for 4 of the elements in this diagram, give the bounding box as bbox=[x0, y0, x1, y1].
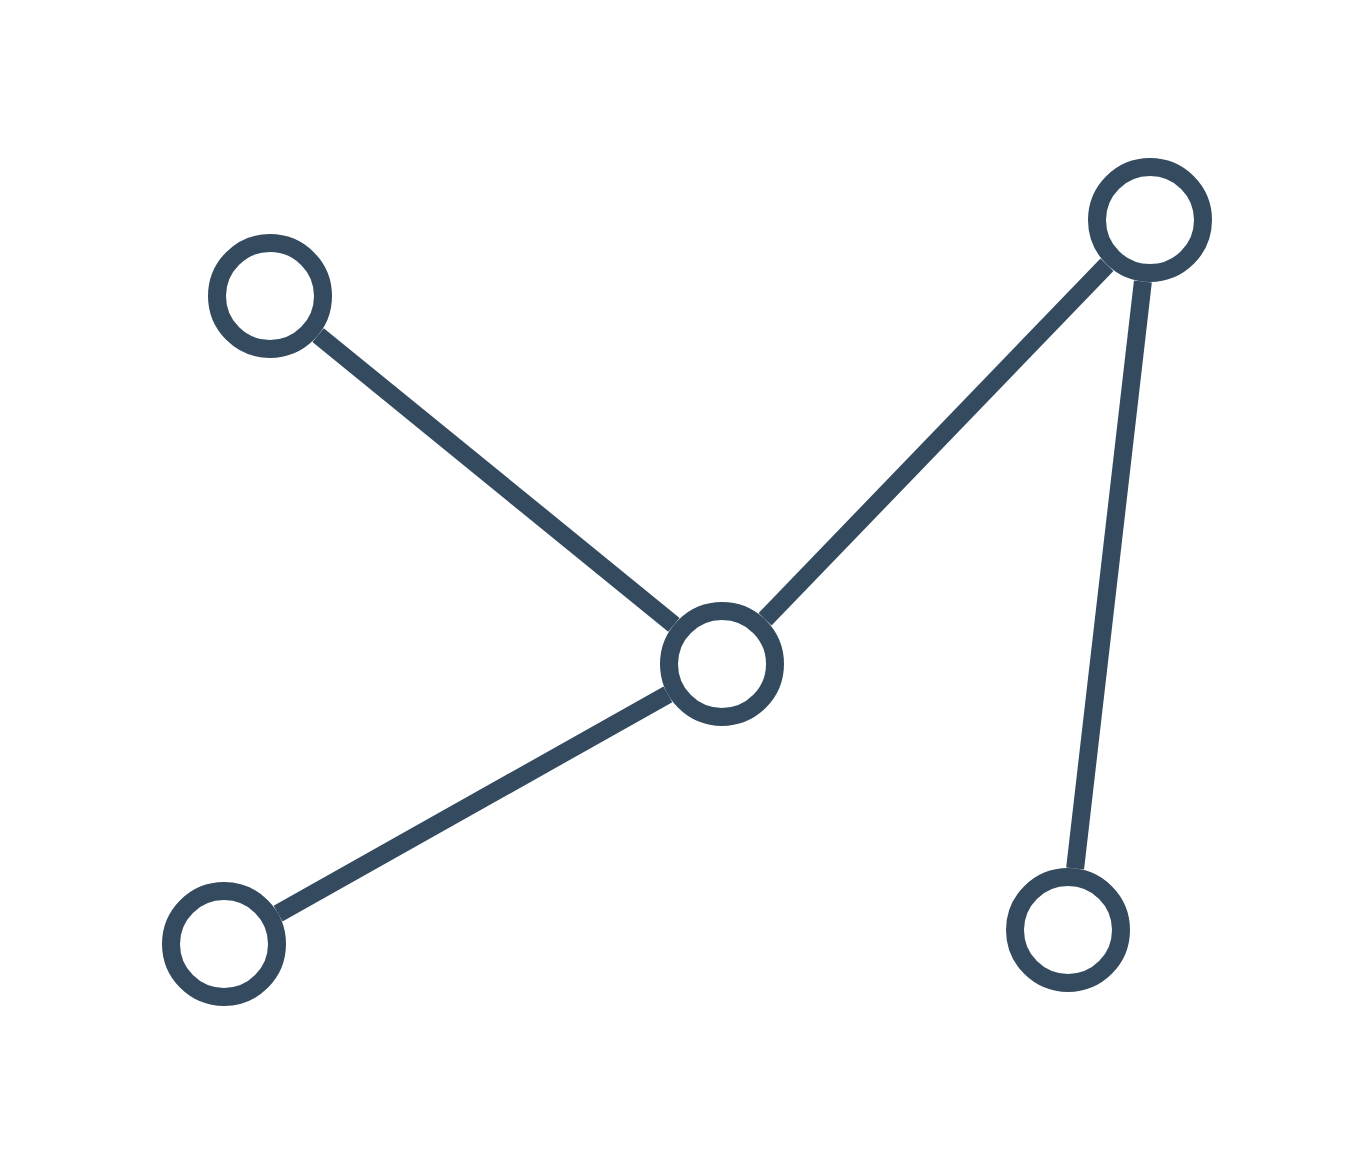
connector-line bbox=[273, 686, 673, 922]
connector-line bbox=[758, 258, 1114, 626]
connector-line bbox=[312, 328, 680, 632]
connector-line bbox=[1066, 280, 1152, 870]
